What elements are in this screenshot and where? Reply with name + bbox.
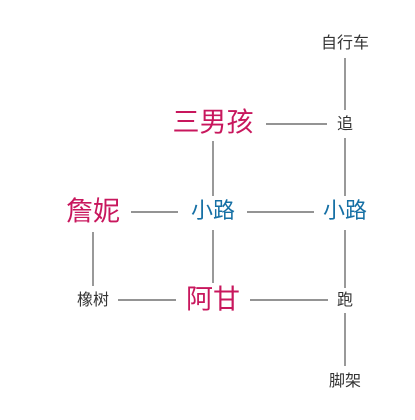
node-chase: 追: [336, 114, 354, 133]
node-bicycle: 自行车: [320, 33, 370, 52]
node-path-left: 小路: [190, 199, 236, 224]
node-run: 跑: [336, 290, 354, 309]
node-oak-tree: 橡树: [76, 290, 110, 309]
node-braces: 脚架: [328, 371, 362, 390]
node-jenny: 詹妮: [66, 196, 120, 228]
node-three-boys: 三男孩: [172, 107, 254, 139]
node-path-right: 小路: [322, 199, 368, 224]
node-gump: 阿甘: [186, 284, 240, 316]
